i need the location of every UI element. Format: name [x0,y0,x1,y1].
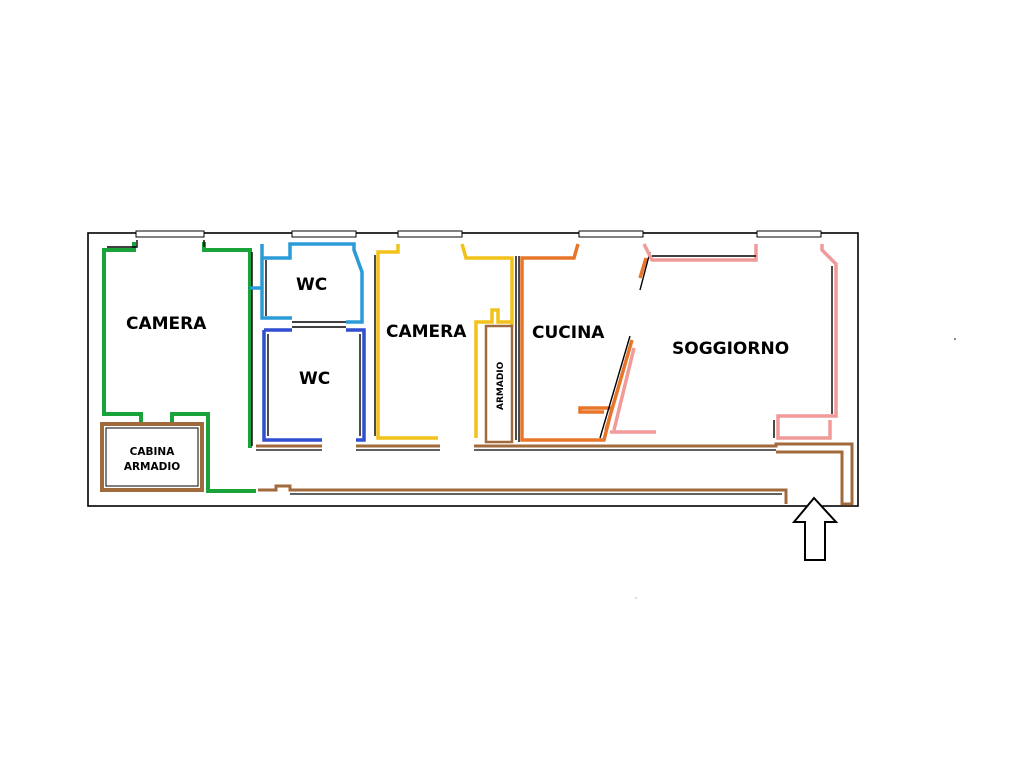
cucina-walls-black [518,251,651,442]
entrance-arrow-icon [791,496,839,561]
corridor-walls [256,442,854,506]
camera-2-walls-black [374,255,517,440]
cabina-armadio-box [100,422,204,492]
stray-dot [954,338,956,340]
soggiorno-walls-black [652,255,833,438]
wc-upper-walls-black [265,260,346,328]
camera-1-walls-black [107,240,253,446]
room-label-cabina-line1: CABINA [130,446,176,458]
stray-dot [635,597,637,599]
soggiorno-walls [610,243,838,440]
room-label-wc-upper: WC [296,275,327,295]
wc-upper-walls [250,242,364,324]
room-label-wc-lower: WC [299,369,330,389]
cucina-walls [520,243,648,442]
room-label-cucina: CUCINA [532,323,605,343]
wc-lower-walls-black [267,334,361,436]
room-label-camera-2: CAMERA [386,322,467,342]
windows [135,230,822,238]
corridor-walls-black [256,449,782,495]
wc-lower-walls [262,328,366,442]
exterior-wall [87,232,859,507]
room-label-soggiorno: SOGGIORNO [672,339,789,359]
room-label-cabina-line2: ARMADIO [124,461,180,473]
camera-2-walls [376,243,514,440]
armadio-box [484,324,514,444]
room-label-camera-1: CAMERA [126,314,207,334]
room-label-armadio: ARMADIO [496,361,506,410]
